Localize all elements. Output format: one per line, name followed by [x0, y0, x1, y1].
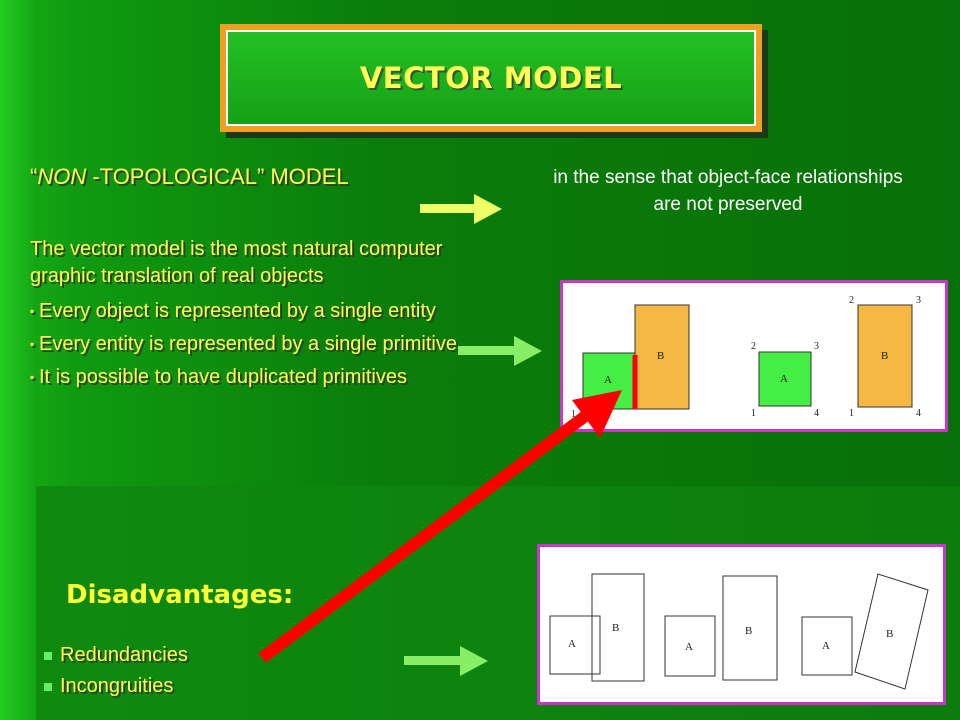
heading-quote: “ — [30, 164, 38, 189]
vertex-label: 1 — [571, 409, 576, 420]
box-a-label: A — [780, 373, 788, 385]
box-b-label: B — [612, 622, 619, 634]
square-bullet-icon — [44, 651, 52, 660]
box-b-label: B — [886, 628, 893, 640]
vertex-label: 1 — [849, 408, 854, 419]
box-a-label: A — [568, 638, 576, 650]
arrow-right-icon-heading — [420, 194, 502, 224]
disadvantages-list: Redundancies Incongruities — [44, 640, 188, 702]
red-diagonal-arrow — [258, 390, 622, 663]
list-item: Incongruities — [44, 671, 188, 702]
body-text: The vector model is the most natural com… — [30, 236, 460, 397]
vertex-label: 3 — [814, 341, 819, 352]
vertex-label: 3 — [916, 295, 921, 306]
box-a-label: A — [822, 640, 830, 652]
box-b-label: B — [881, 350, 888, 362]
model-heading: “NON -TOPOLOGICAL” MODEL — [30, 164, 349, 190]
heading-italic: NON — [37, 164, 87, 189]
list-item-text: Incongruities — [60, 675, 174, 697]
box-b-label: B — [657, 350, 664, 362]
list-item: Redundancies — [44, 640, 188, 671]
box-b-label: B — [745, 625, 752, 637]
bullet-text: It is possible to have duplicated primit… — [39, 366, 407, 388]
box-a-shape — [758, 351, 812, 407]
title-inner: VECTOR MODEL — [226, 30, 756, 126]
bullet-mark: ▪ — [30, 370, 35, 384]
box-a-label: A — [604, 374, 612, 386]
arrow-right-icon-bullets — [458, 336, 542, 366]
vertex-label: 4 — [916, 408, 921, 419]
bullet-mark: ▪ — [30, 304, 35, 318]
bullet-text: Every entity is represented by a single … — [39, 333, 457, 355]
disadvantages-title: Disadvantages: — [66, 580, 294, 610]
note-line-1: in the sense that object-face relationsh… — [553, 167, 903, 188]
box-a-outline — [801, 616, 853, 676]
list-item-text: Redundancies — [60, 644, 188, 666]
title-box: VECTOR MODEL — [220, 24, 762, 132]
note-line-2: are not preserved — [653, 194, 803, 215]
bullet-item: ▪ Every entity is represented by a singl… — [30, 331, 460, 358]
relationship-note: in the sense that object-face relationsh… — [498, 164, 958, 218]
arrow-right-icon-disadvantages — [404, 646, 488, 676]
bullet-item: ▪ Every object is represented by a singl… — [30, 298, 460, 325]
heading-rest: -TOPOLOGICAL” MODEL — [86, 164, 349, 189]
box-b-outline — [591, 573, 645, 682]
intro-paragraph: The vector model is the most natural com… — [30, 238, 443, 287]
box-a-outline — [664, 615, 716, 677]
box-b-rotated-outline — [854, 573, 929, 690]
bullet-text: Every object is represented by a single … — [39, 300, 436, 322]
box-b-shape — [857, 304, 913, 408]
vertex-label: 2 — [751, 341, 756, 352]
vertex-label: 2 — [849, 295, 854, 306]
box-a-outline — [549, 615, 601, 675]
vertex-label: 4 — [814, 408, 819, 419]
left-accent-stripe — [0, 0, 38, 720]
vertex-label: 1 — [751, 408, 756, 419]
bullet-mark: ▪ — [30, 337, 35, 351]
box-b-outline — [722, 575, 778, 681]
bullet-item: ▪ It is possible to have duplicated prim… — [30, 364, 460, 391]
figure-bottom: A B A B A B — [549, 573, 929, 690]
square-bullet-icon — [44, 682, 52, 691]
figure-bottom-frame — [537, 544, 946, 705]
box-a-label: A — [685, 641, 693, 653]
slide-title: VECTOR MODEL — [359, 61, 623, 95]
